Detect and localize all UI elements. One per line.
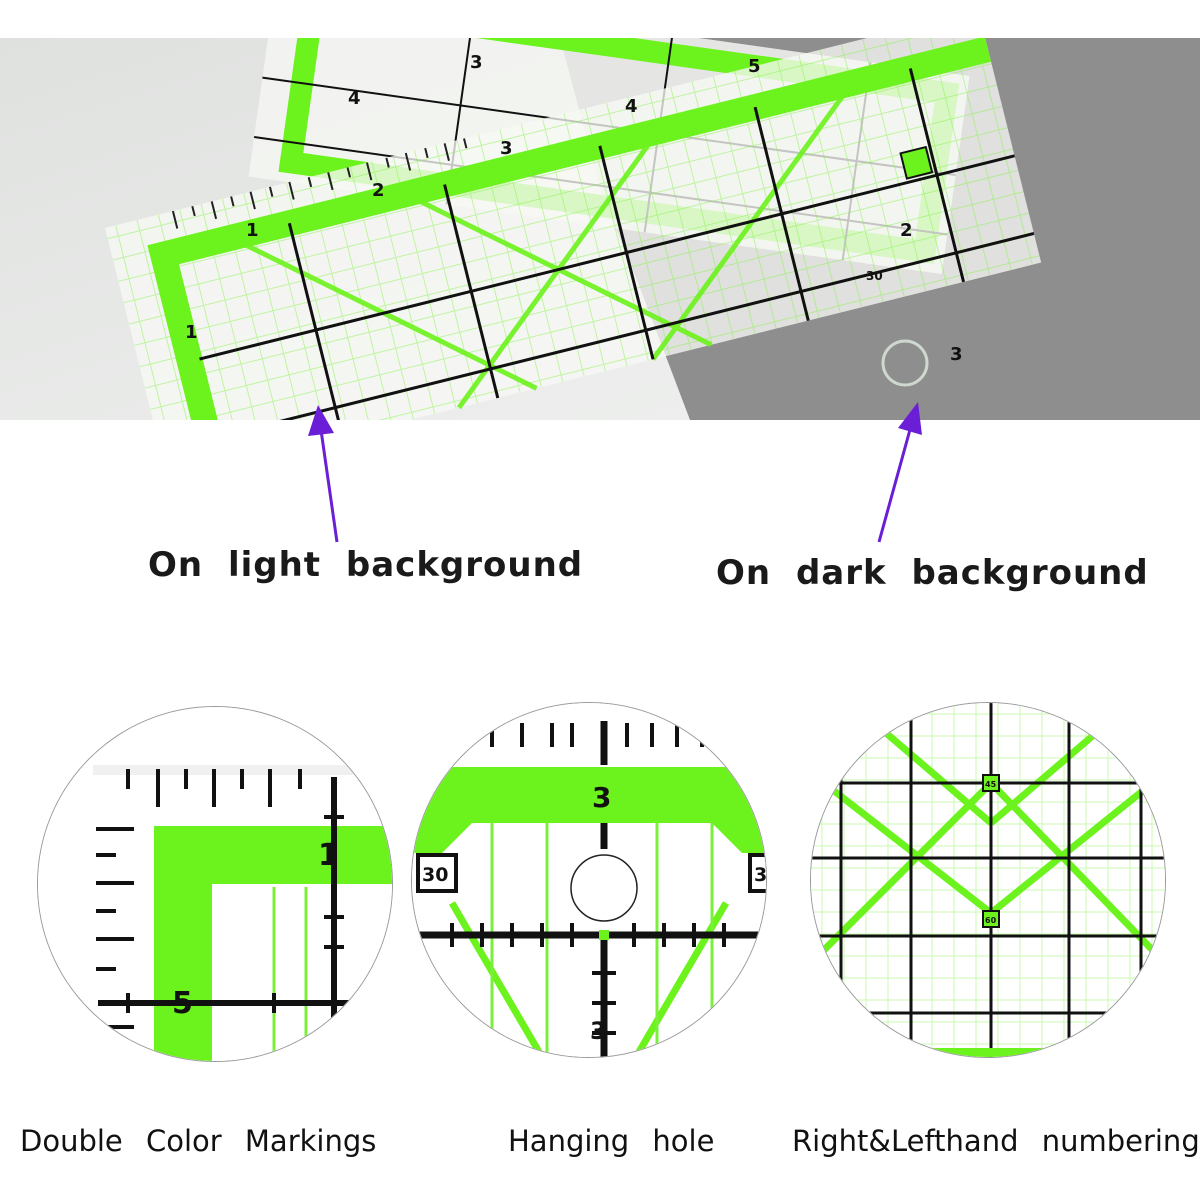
dark-background-label: On dark background (716, 553, 1149, 593)
badge-30-left: 30 (422, 864, 448, 886)
ruler-number: 4 (625, 96, 638, 117)
caption-double-color: Double Color Markings (20, 1124, 377, 1158)
ruler-number: 2 (372, 180, 385, 201)
ruler-number: 1 (318, 838, 339, 873)
caption-hanging-hole: Hanging hole (508, 1124, 715, 1158)
ruler-number: 3 (592, 781, 611, 814)
detail-circle-numbering: 45 60 2 3 4 (810, 702, 1166, 1058)
ruler-photo: 3 4 5 4 1 2 3 1 2 3 30 (0, 38, 1200, 420)
pointer-arrow-icon (308, 405, 339, 543)
ruler-number: 1 (185, 322, 198, 343)
detail-circle-hanging-hole: 3 30 30 3 (411, 702, 767, 1058)
light-background-label: On light background (148, 545, 584, 585)
caption-numbering: Right&Lefthand numbering (792, 1124, 1200, 1158)
ruler-number: 1 (246, 220, 259, 241)
ruler-number: 5 (172, 986, 193, 1021)
ruler-photo-banner: 3 4 5 4 1 2 3 1 2 3 30 (0, 38, 1200, 420)
pointer-arrows (308, 402, 922, 543)
badge-60: 60 (985, 916, 997, 925)
ruler-number: 2 (900, 220, 913, 241)
ruler-number: 3 (470, 52, 483, 73)
ruler-badge-text: 30 (866, 269, 883, 283)
detail-circle-double-color: 1 5 (37, 706, 393, 1062)
ruler-number: 3 (950, 344, 963, 365)
ruler-number: 4 (348, 88, 361, 109)
ruler-number: 3 (500, 138, 513, 159)
pointer-arrow-icon (877, 402, 922, 543)
ruler-number-lower: 3 (590, 1017, 607, 1045)
ruler-number: 5 (748, 56, 761, 77)
badge-45: 45 (985, 780, 997, 789)
badge-30-right: 30 (754, 864, 766, 886)
